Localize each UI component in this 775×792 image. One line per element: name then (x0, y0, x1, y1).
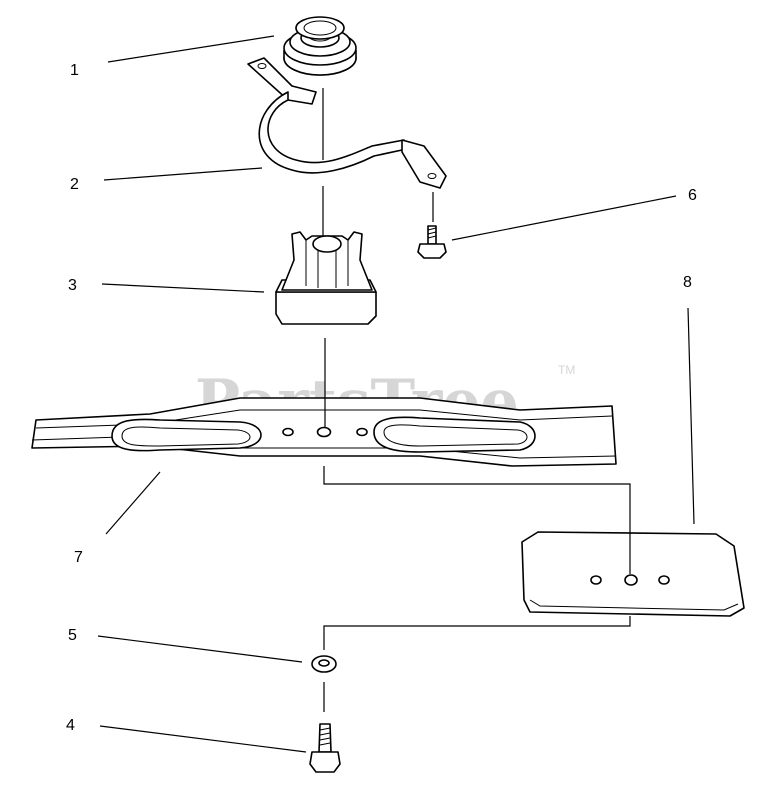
callout-8: 8 (683, 274, 692, 291)
watermark-trademark: TM (558, 363, 575, 377)
blade-adapter-icon[interactable] (275, 231, 377, 325)
blade-plate-icon[interactable] (521, 531, 745, 617)
mower-blade-icon[interactable] (31, 397, 617, 467)
callout-5: 5 (68, 627, 77, 644)
pulley-icon[interactable] (283, 16, 357, 76)
bracket-icon[interactable] (247, 57, 447, 189)
assembly-lines (322, 88, 631, 712)
leader-lines (97, 35, 695, 753)
callout-7: 7 (74, 549, 83, 566)
bolt-icon[interactable] (309, 723, 341, 773)
screw-icon[interactable] (417, 225, 447, 259)
washer-icon[interactable] (311, 655, 337, 673)
callout-3: 3 (68, 277, 77, 294)
callout-4: 4 (66, 717, 75, 734)
callout-2: 2 (70, 176, 79, 193)
callout-1: 1 (70, 62, 79, 79)
callout-6: 6 (688, 187, 697, 204)
